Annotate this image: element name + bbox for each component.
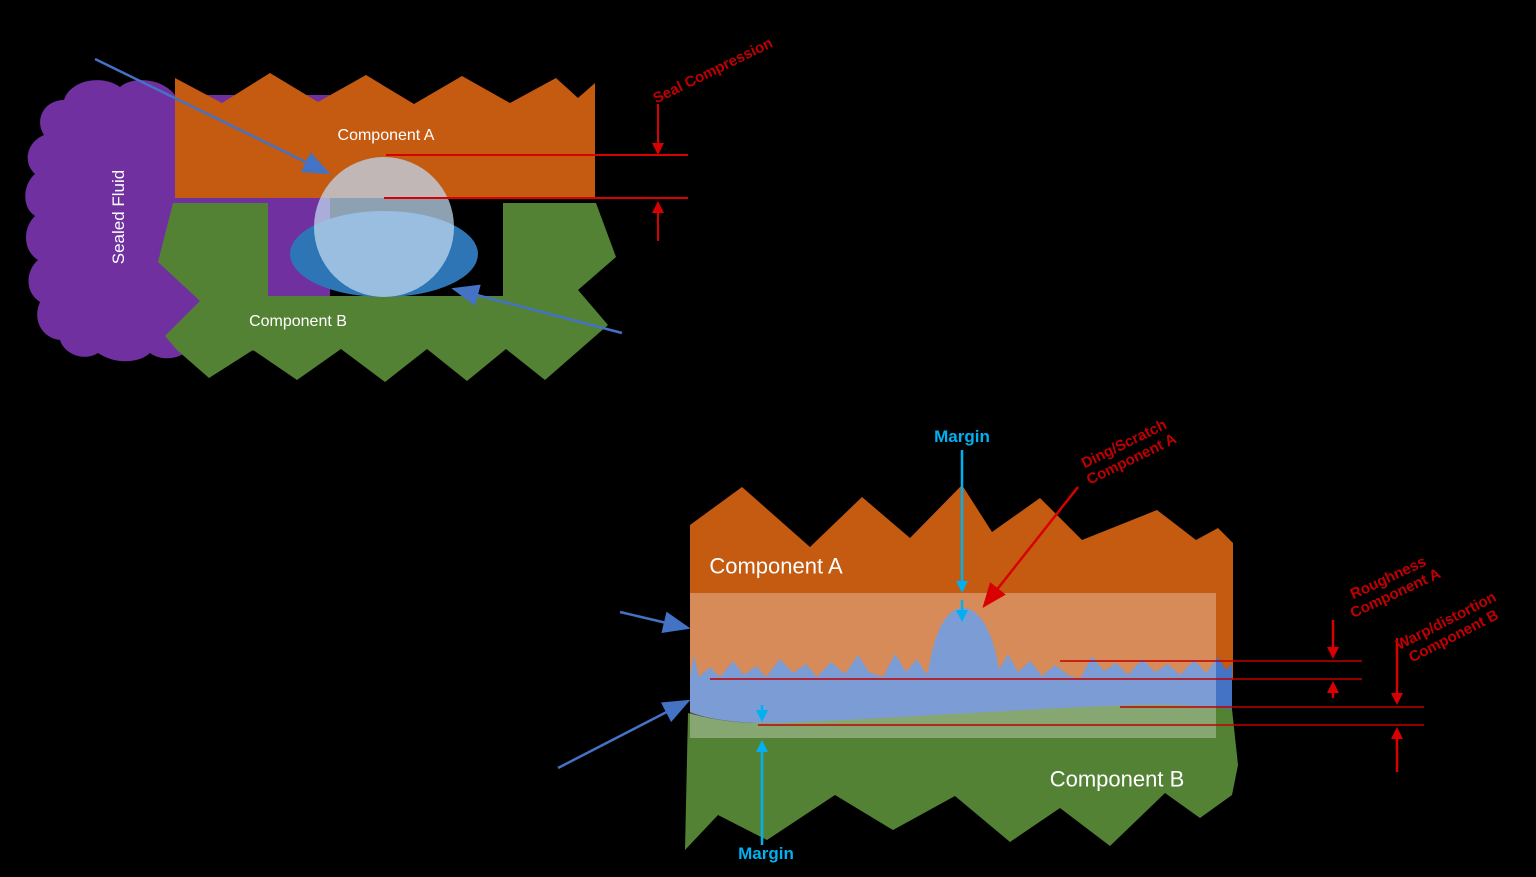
- pointer-arrow-compressed-seal: [451, 284, 623, 335]
- seal-compression-dimension: [384, 104, 688, 241]
- warp-dimension: [1391, 638, 1403, 772]
- component-a-label-top-diagram: Component A: [337, 126, 435, 144]
- component-a-label-detail-diagram: Component A: [709, 553, 843, 579]
- margin-arrow-bottom: [756, 705, 768, 845]
- ding-scratch-leader-arrow: [982, 486, 1079, 608]
- margin-label-bottom: Margin: [738, 844, 794, 864]
- component-b-shape: [685, 704, 1238, 850]
- pointer-arrow-uncompressed-seal: [94, 57, 331, 175]
- pointer-arrow-roughness: [619, 610, 691, 634]
- seal-uncompressed-circle: [314, 157, 454, 297]
- surface-detail-diagram: [557, 450, 1424, 850]
- component-b-label-detail-diagram: Component B: [1049, 766, 1185, 792]
- margin-arrow-top: [956, 450, 968, 622]
- component-b-shape: [158, 203, 616, 382]
- component-a-shape: [175, 73, 595, 198]
- sealed-fluid-label: Sealed Fluid: [109, 169, 129, 265]
- seal-cross-section-diagram: [25, 57, 688, 382]
- surface-reference-lines: [710, 660, 1424, 726]
- margin-label-top: Margin: [934, 427, 990, 447]
- component-b-label-top-diagram: Component B: [249, 312, 347, 330]
- margin-overlay-band: [690, 593, 1216, 738]
- surface-roughness-band: [690, 608, 1232, 724]
- roughness-dimension: [1327, 620, 1339, 698]
- pointer-arrow-warp: [557, 699, 691, 770]
